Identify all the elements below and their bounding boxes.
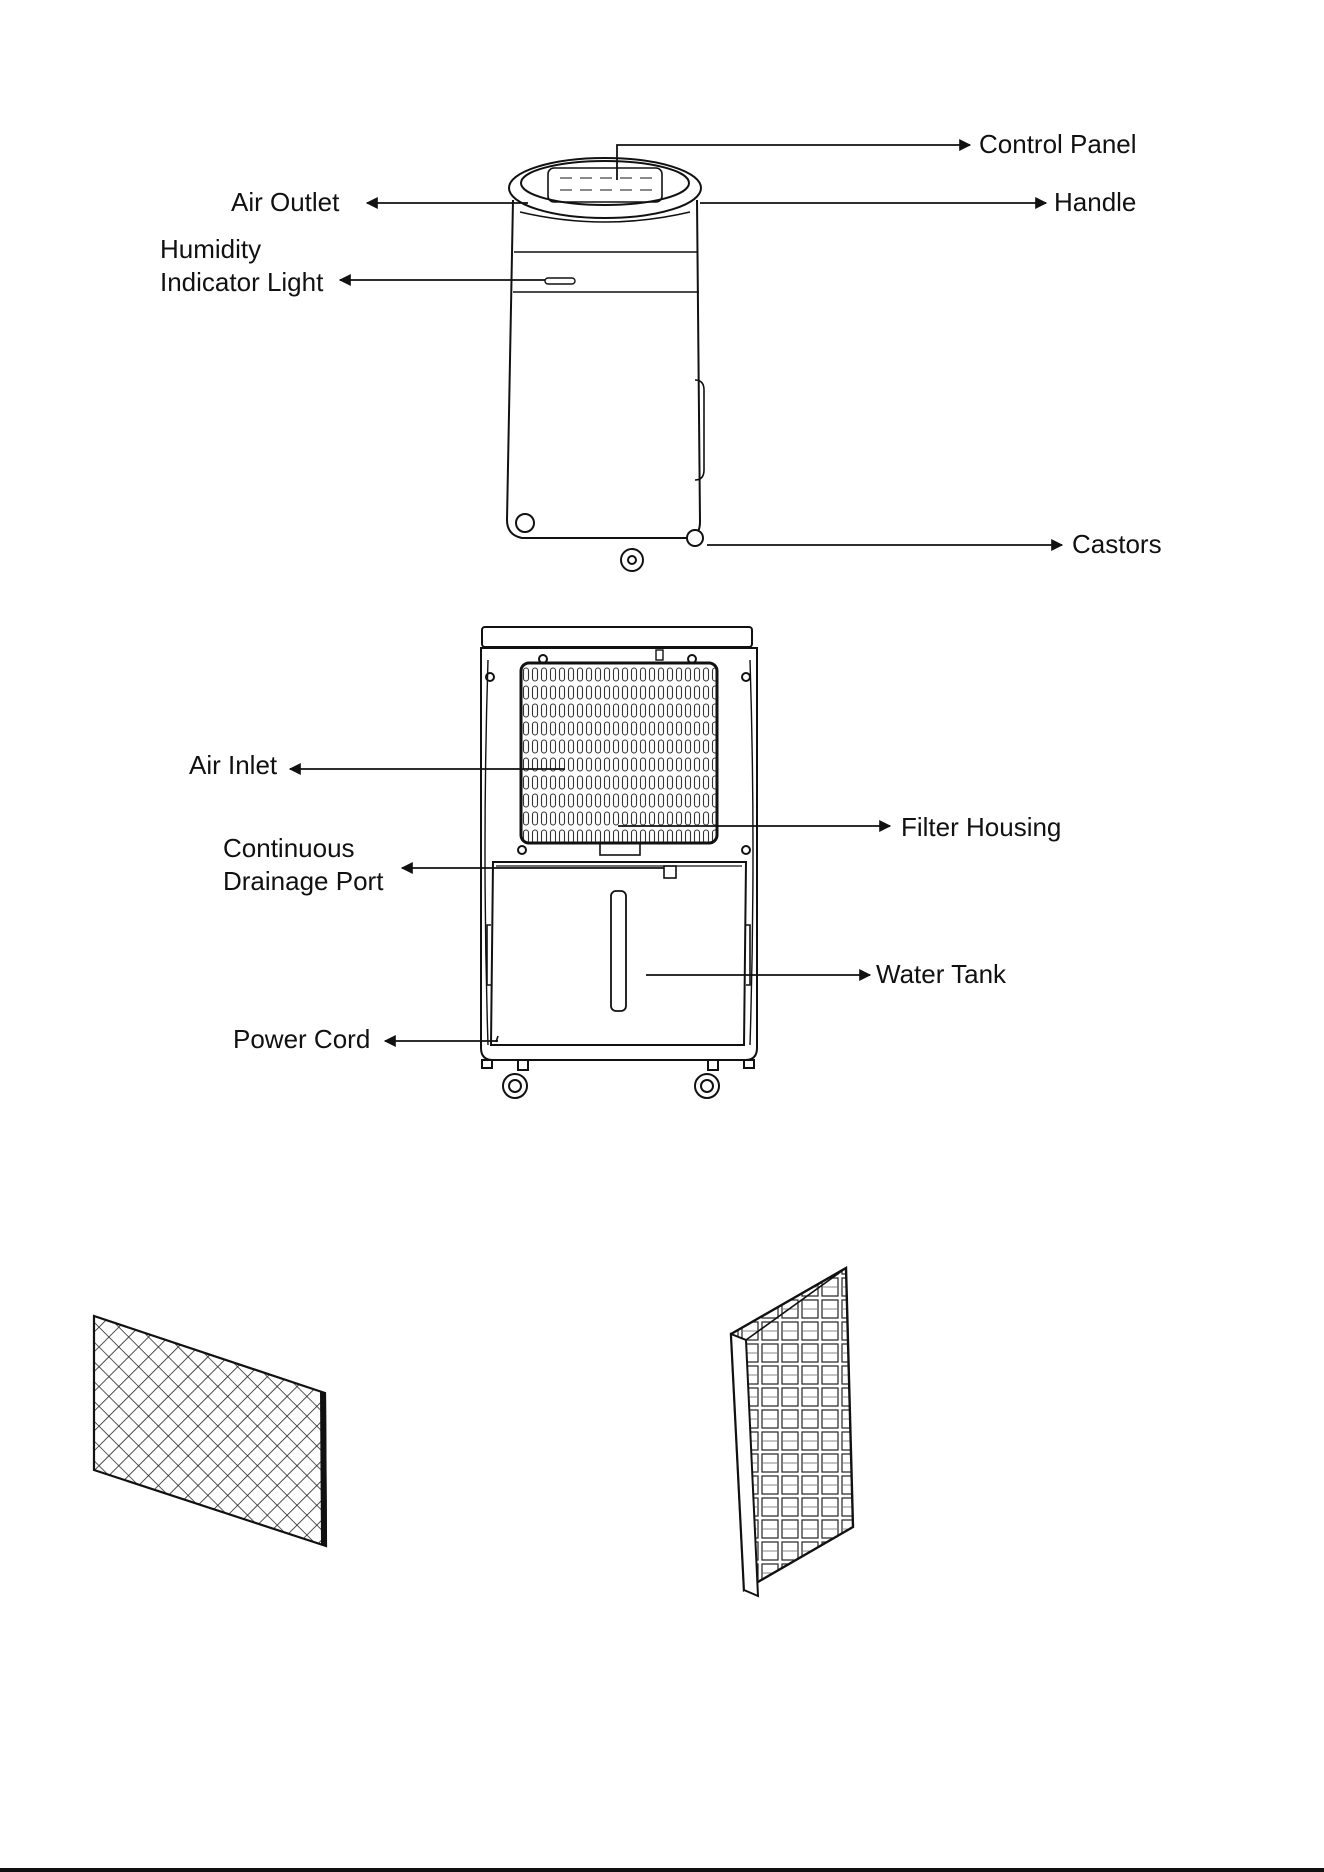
label-castors: Castors [1072, 528, 1162, 561]
label-handle: Handle [1054, 186, 1136, 219]
label-filter-housing: Filter Housing [901, 811, 1061, 844]
mesh-filter [94, 1316, 327, 1546]
label-water-tank: Water Tank [876, 958, 1006, 991]
front-view-unit [507, 158, 704, 571]
label-drainage-line2: Drainage Port [223, 865, 383, 898]
page-bottom-rule [0, 1868, 1324, 1872]
label-drainage-line1: Continuous [223, 832, 355, 865]
label-humidity-line2: Indicator Light [160, 266, 323, 299]
label-power-cord: Power Cord [233, 1023, 370, 1056]
front-view-leaders [340, 145, 1062, 545]
label-humidity-line1: Humidity [160, 233, 261, 266]
label-air-outlet: Air Outlet [231, 186, 339, 219]
label-control-panel: Control Panel [979, 128, 1137, 161]
rear-view-unit [481, 627, 757, 1098]
label-air-inlet: Air Inlet [189, 749, 277, 782]
honeycomb-filter [731, 1268, 853, 1596]
